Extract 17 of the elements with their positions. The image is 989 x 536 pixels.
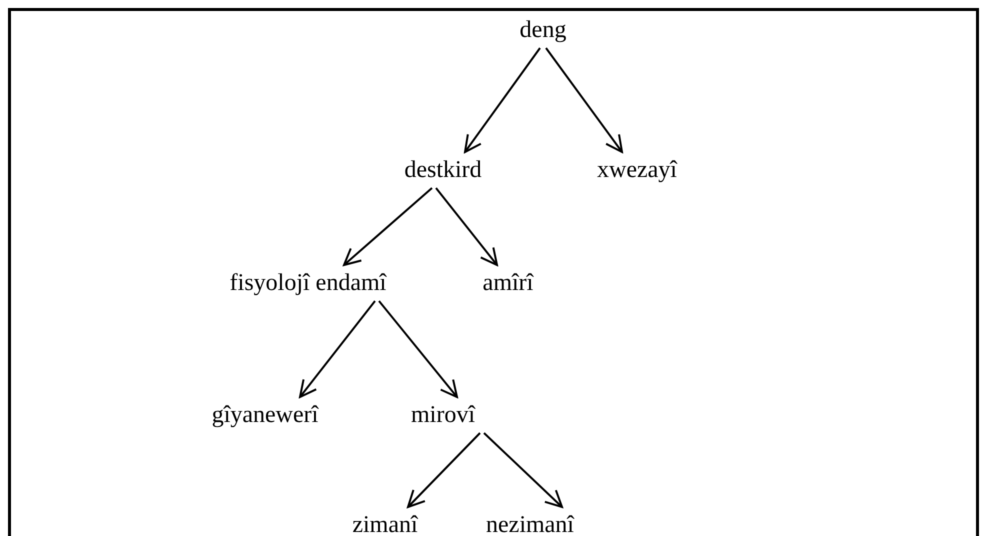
tree-node-label: xwezayî bbox=[597, 156, 677, 184]
arrow bbox=[343, 187, 433, 266]
arrow bbox=[407, 432, 481, 508]
tree-node-label: deng bbox=[520, 16, 566, 44]
tree-node-label: zimanî bbox=[352, 511, 418, 536]
tree-node-label: fisyolojî endamî bbox=[230, 269, 386, 297]
arrow bbox=[464, 47, 541, 153]
tree-node-label: amîrî bbox=[482, 269, 534, 297]
arrow bbox=[545, 47, 623, 153]
arrow bbox=[435, 187, 498, 266]
arrow bbox=[299, 300, 376, 398]
arrow bbox=[378, 300, 458, 398]
tree-node-label: gîyanewerî bbox=[212, 401, 318, 429]
tree-node-label: destkird bbox=[404, 156, 482, 184]
tree-node-label: nezimanî bbox=[486, 511, 574, 536]
arrow bbox=[483, 432, 563, 508]
tree-node-label: mirovî bbox=[411, 401, 475, 429]
